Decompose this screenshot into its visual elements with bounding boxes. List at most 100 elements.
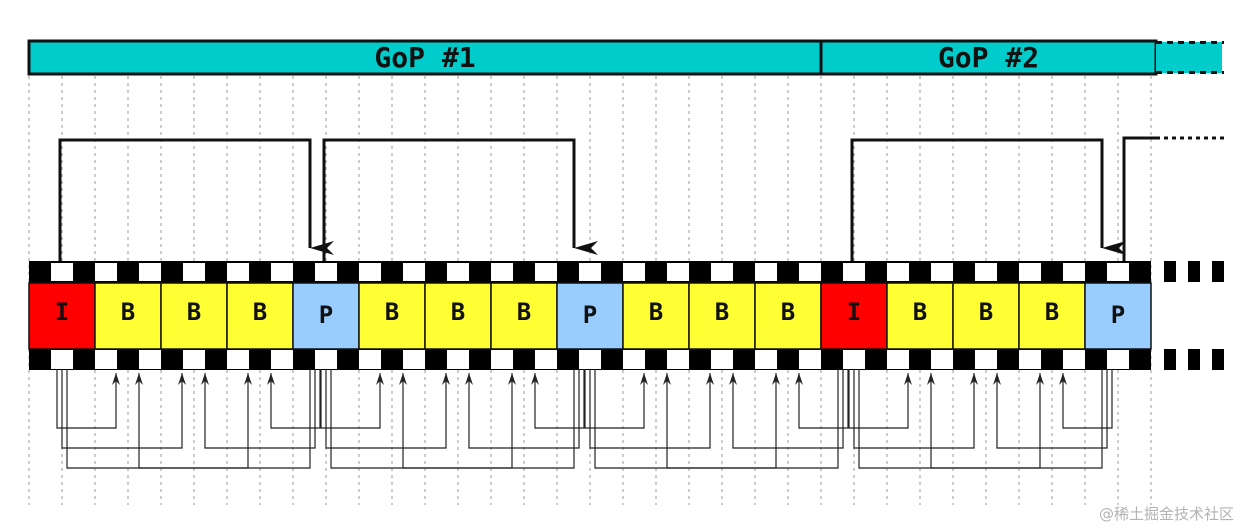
bidir-arrow (201, 369, 316, 449)
sprocket-hole (95, 263, 117, 281)
frame-label: P (583, 301, 597, 329)
sprocket-hole (799, 263, 821, 281)
bidir-arrow (531, 369, 585, 429)
bidir-arrow (853, 369, 978, 449)
frame-label: B (979, 298, 993, 326)
gop-bar (27, 39, 823, 76)
film-continuation (1212, 261, 1224, 282)
sprocket-hole (491, 350, 513, 369)
frame-B (688, 282, 756, 350)
forward-arrow (850, 138, 1126, 261)
frame-B (622, 282, 690, 350)
sprocket-hole (1107, 350, 1129, 369)
sprocket-hole (975, 263, 997, 281)
sprocket-hole (711, 350, 733, 369)
film-continuation (1164, 261, 1176, 282)
sprocket-hole (403, 263, 425, 281)
sprocket-hole (887, 350, 909, 369)
bidir-arrow (993, 369, 1108, 449)
sprocket-hole (139, 263, 161, 281)
sprocket-hole (227, 263, 249, 281)
grid-lines (28, 76, 1152, 505)
sprocket-hole (623, 263, 645, 281)
forward-arrow (1122, 136, 1156, 261)
sprocket-hole (931, 350, 953, 369)
frame-label: P (319, 301, 333, 329)
bidir-arrow (267, 369, 321, 429)
sprocket-hole (667, 350, 689, 369)
sprocket-hole (447, 350, 469, 369)
bidir-arrow (594, 369, 780, 469)
forward-arrow (322, 138, 598, 261)
sprocket-hole (227, 350, 249, 369)
sprocket-hole (359, 263, 381, 281)
bidir-arrow (858, 369, 1044, 469)
bidir-arrow (729, 369, 844, 449)
bidir-arrow (399, 369, 575, 469)
frame-B (424, 282, 492, 350)
frame-P (1084, 282, 1152, 350)
sprocket-hole (535, 263, 557, 281)
frame-B (490, 282, 558, 350)
frame-label: B (517, 298, 531, 326)
forward-arrow (58, 138, 334, 261)
bidirectional-reference-arrows (56, 369, 1113, 469)
sprocket-hole (183, 263, 205, 281)
frame-label: B (121, 298, 135, 326)
gop-bar-continuation (1156, 42, 1222, 73)
frame-B (1018, 282, 1086, 350)
sprocket-hole (1063, 263, 1085, 281)
sprocket-hole (711, 263, 733, 281)
frame-label: B (187, 298, 201, 326)
sprocket-hole (271, 263, 293, 281)
sprocket-hole (51, 263, 73, 281)
gop-label: GoP #1 (374, 41, 475, 74)
sprocket-hole (139, 350, 161, 369)
frame-label: B (385, 298, 399, 326)
bidir-arrow (663, 369, 839, 469)
frame-label: B (781, 298, 795, 326)
bidir-arrow (465, 369, 580, 449)
frame-label: B (913, 298, 927, 326)
bidir-arrow (320, 369, 384, 429)
frame-label: B (253, 298, 267, 326)
frame-B (226, 282, 294, 350)
frame-label: I (55, 298, 69, 326)
watermark: @稀土掘金技术社区 (1098, 505, 1234, 523)
sprocket-hole (667, 263, 689, 281)
frame-label: B (451, 298, 465, 326)
sprocket-hole (447, 263, 469, 281)
sprocket-hole (95, 350, 117, 369)
frame-label: B (1045, 298, 1059, 326)
bidir-arrow (66, 369, 252, 469)
sprocket-hole (491, 263, 513, 281)
sprocket-hole (843, 350, 865, 369)
sprocket-hole (579, 350, 601, 369)
frame-B (754, 282, 822, 350)
sprocket-hole (755, 263, 777, 281)
bidir-arrow (584, 369, 648, 429)
sprocket-hole (579, 263, 601, 281)
frame-P (292, 282, 360, 350)
bidir-arrow (848, 369, 912, 429)
bidir-arrow (330, 369, 516, 469)
sprocket-hole (1019, 350, 1041, 369)
sprocket-hole (843, 263, 865, 281)
bidir-arrow (56, 369, 120, 429)
sprocket-hole (1107, 263, 1129, 281)
frame-label: I (847, 298, 861, 326)
frame-P (556, 282, 624, 350)
frame-B (886, 282, 954, 350)
film-continuation (1188, 261, 1200, 282)
sprocket-hole (1019, 263, 1041, 281)
sprocket-hole (315, 350, 337, 369)
forward-reference-arrows (58, 136, 1224, 261)
gop-bar (819, 39, 1158, 76)
bidir-arrow (589, 369, 714, 449)
sprocket-hole (931, 263, 953, 281)
bidir-arrow (1059, 369, 1113, 429)
sprocket-hole (623, 350, 645, 369)
sprocket-hole (975, 350, 997, 369)
